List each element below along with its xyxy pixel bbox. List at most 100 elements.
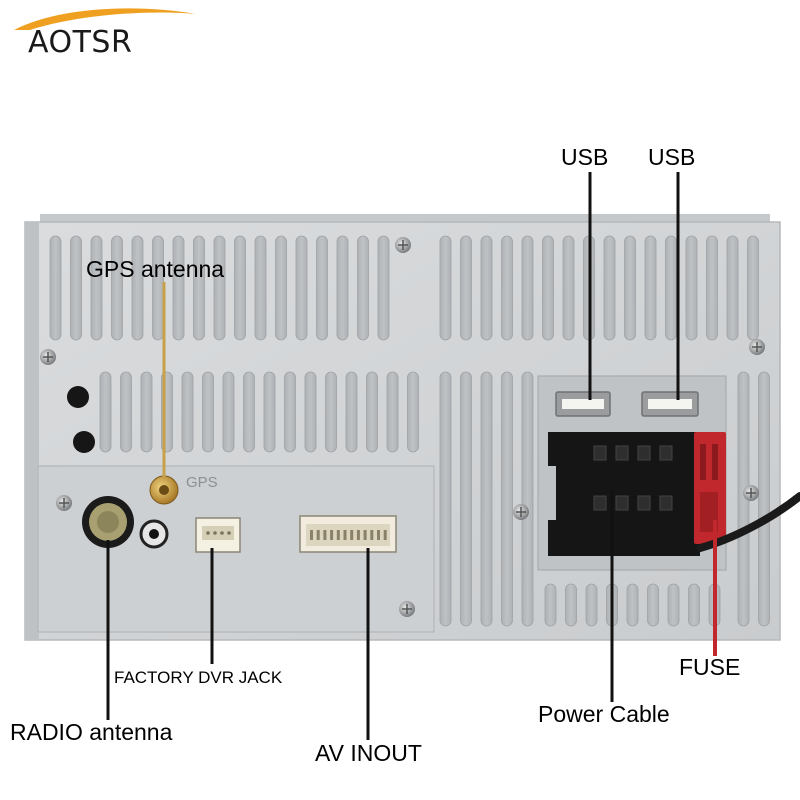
- cooling-fin: [439, 371, 452, 627]
- gps-port-marking: GPS: [186, 474, 218, 491]
- connector-pin: [659, 445, 673, 461]
- brand-swoosh: [14, 8, 196, 30]
- cooling-fin: [480, 235, 493, 341]
- cooling-fin: [688, 583, 700, 627]
- cooling-fin: [193, 235, 205, 341]
- callout-power-cable: Power Cable: [538, 701, 670, 727]
- cooling-fins: [49, 235, 770, 627]
- screw-icon: [56, 495, 72, 511]
- connector-pin: [637, 445, 651, 461]
- cooling-fin: [336, 235, 349, 341]
- callout-av-inout: AV INOUT: [315, 740, 422, 766]
- av-pin: [323, 530, 327, 540]
- cooling-fin: [284, 371, 296, 453]
- cooling-fin: [49, 235, 62, 341]
- cooling-fin: [460, 235, 472, 341]
- cooling-fin: [213, 235, 226, 341]
- chassis-left-edge: [25, 222, 39, 640]
- callout-gps-antenna: GPS antenna: [86, 256, 225, 282]
- cooling-fin: [386, 371, 399, 453]
- cooling-fin: [90, 235, 103, 341]
- fuse-holder: [694, 432, 726, 544]
- callout-usb-2: USB: [648, 144, 696, 170]
- cooling-fin: [562, 235, 575, 341]
- callout-radio-antenna: RADIO antenna: [10, 719, 173, 745]
- cooling-fin: [726, 235, 739, 341]
- av-connector: [299, 515, 397, 553]
- callout-fuse: FUSE: [679, 654, 741, 680]
- screw-icon: [749, 339, 765, 355]
- screw-icon: [399, 601, 415, 617]
- screw-icon: [513, 504, 529, 520]
- cooling-fin: [603, 235, 616, 341]
- cooling-fin: [585, 583, 598, 627]
- cooling-fin: [263, 371, 276, 453]
- cooling-fin: [202, 371, 214, 453]
- cooling-fin: [357, 235, 369, 341]
- cooling-fin: [120, 371, 132, 453]
- connector-pin: [593, 445, 607, 461]
- cooling-fin: [99, 371, 112, 453]
- cooling-fin: [366, 371, 378, 453]
- av-pin: [363, 530, 367, 540]
- cooling-fin: [222, 371, 235, 453]
- cooling-fin: [480, 371, 493, 627]
- cooling-fin: [685, 235, 698, 341]
- cooling-fin: [325, 371, 337, 453]
- usb-port: [641, 391, 699, 417]
- connector-pin: [615, 495, 629, 511]
- screw-icon: [40, 349, 56, 365]
- gps-connector: [149, 475, 179, 505]
- cooling-fin: [501, 371, 513, 627]
- cooling-fin: [439, 235, 452, 341]
- cooling-fin: [243, 371, 255, 453]
- screw-icon: [743, 485, 759, 501]
- cooling-fin: [172, 235, 185, 341]
- cooling-fin: [626, 583, 639, 627]
- usb-port: [555, 391, 611, 417]
- av-pin: [343, 530, 347, 540]
- cooling-fin: [542, 235, 554, 341]
- av-pin: [310, 530, 313, 540]
- cooling-fin: [140, 371, 153, 453]
- cooling-fin: [234, 235, 246, 341]
- side-hole: [67, 386, 89, 408]
- callout-factory-dvr-jack: FACTORY DVR JACK: [114, 668, 283, 687]
- cooling-fin: [377, 235, 390, 341]
- av-pin: [383, 530, 387, 540]
- power-connector: [548, 432, 700, 556]
- side-hole: [73, 431, 95, 453]
- cooling-fin: [501, 235, 513, 341]
- cooling-fin: [254, 235, 267, 341]
- dvr-jack: [195, 517, 241, 553]
- cooling-fin: [667, 583, 680, 627]
- cooling-fin: [521, 235, 534, 341]
- av-pin: [330, 530, 334, 540]
- cooling-fin: [181, 371, 194, 453]
- connector-pin: [637, 495, 651, 511]
- av-pin: [356, 530, 360, 540]
- cooling-fin: [624, 235, 636, 341]
- audio-jack: [139, 519, 169, 549]
- cooling-fin: [131, 235, 144, 341]
- connector-pin: [659, 495, 673, 511]
- cooling-fin: [665, 235, 677, 341]
- av-pin: [377, 530, 380, 540]
- av-pin: [370, 530, 374, 540]
- cooling-fin: [460, 371, 472, 627]
- cooling-fin: [565, 583, 577, 627]
- cooling-fin: [706, 235, 718, 341]
- cooling-fin: [644, 235, 657, 341]
- cooling-fin: [111, 235, 123, 341]
- cooling-fin: [295, 235, 308, 341]
- cooling-fin: [647, 583, 659, 627]
- cooling-fin: [544, 583, 557, 627]
- cooling-fin: [747, 235, 759, 341]
- cooling-fin: [758, 371, 770, 627]
- power-cable: [696, 492, 800, 552]
- av-pin: [336, 530, 340, 540]
- cooling-fin: [407, 371, 419, 453]
- brand-logo: AOTSR: [28, 25, 133, 60]
- connector-pin: [615, 445, 629, 461]
